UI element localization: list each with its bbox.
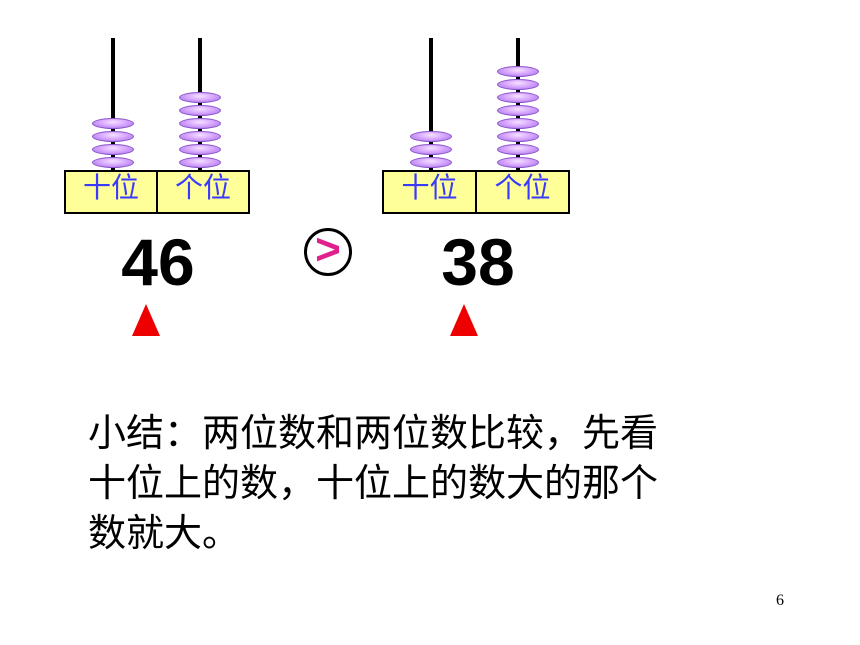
left-ones-label: 个位 [174,171,231,204]
left-number: 46 [121,225,195,299]
summary-line-2: 十位上的数，十位上的数大的那个 [88,461,659,505]
left-ones-bead [179,105,221,116]
right-tens-label: 十位 [401,171,458,204]
right-tens-bead [410,144,452,155]
right-tens-bead [410,157,452,168]
right-ones-bead [497,157,539,168]
right-ones-bead [497,79,539,90]
summary-text: 小结：两位数和两位数比较，先看 十位上的数，十位上的数大的那个 数就大。 [88,408,768,558]
left-box-divider [156,172,158,212]
right-ones-bead [497,131,539,142]
left-tens-bead [92,131,134,142]
left-ones-bead [179,157,221,168]
left-marker-triangle [132,304,160,336]
greater-than-sign: > [315,225,341,274]
page-number: 6 [776,592,784,609]
right-ones-bead [497,118,539,129]
comparison-circle: > [304,228,352,276]
left-tens-bead [92,118,134,129]
left-tens-bead [92,144,134,155]
right-tens-rod [429,38,433,170]
right-ones-label: 个位 [494,171,551,204]
left-ones-bead [179,144,221,155]
right-ones-bead [497,144,539,155]
left-ones-bead [179,118,221,129]
left-ones-bead [179,92,221,103]
summary-line-3: 数就大。 [88,511,241,555]
right-ones-bead [497,66,539,77]
right-marker-triangle [450,304,478,336]
left-tens-rod [111,38,115,170]
left-ones-bead [179,131,221,142]
right-ones-bead [497,105,539,116]
right-ones-bead [497,92,539,103]
right-ones-rod [516,38,520,170]
right-tens-bead [410,131,452,142]
right-number: 38 [441,225,515,299]
left-place-value-box: 十位 个位 [64,170,250,214]
left-tens-label: 十位 [82,171,139,204]
right-place-value-box: 十位 个位 [382,170,570,214]
summary-line-1: 小结：两位数和两位数比较，先看 [88,411,659,455]
right-box-divider [475,172,477,212]
left-tens-bead [92,157,134,168]
left-ones-rod [198,38,202,170]
